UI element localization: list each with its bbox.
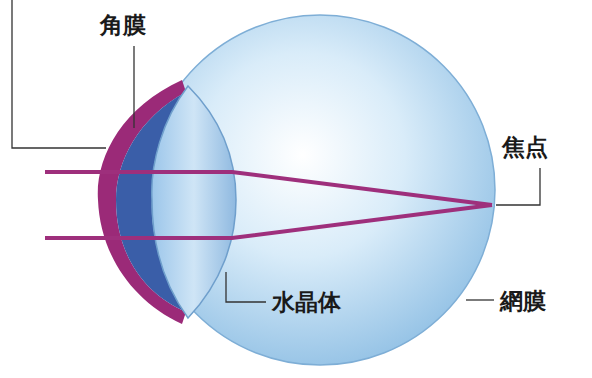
leader-line (12, 0, 106, 148)
eyeball (145, 15, 495, 365)
part-label: 水晶体 (270, 289, 343, 316)
lens (152, 86, 236, 318)
light-ray (45, 205, 492, 238)
part-label: 焦点 (500, 134, 550, 161)
leader-line (496, 168, 540, 205)
light-ray (45, 172, 492, 205)
part-label: 網膜 (498, 288, 548, 315)
leader-line (226, 272, 266, 302)
leader-line (133, 46, 134, 128)
leader-line (466, 299, 494, 300)
part-label: 角膜 (98, 12, 148, 39)
